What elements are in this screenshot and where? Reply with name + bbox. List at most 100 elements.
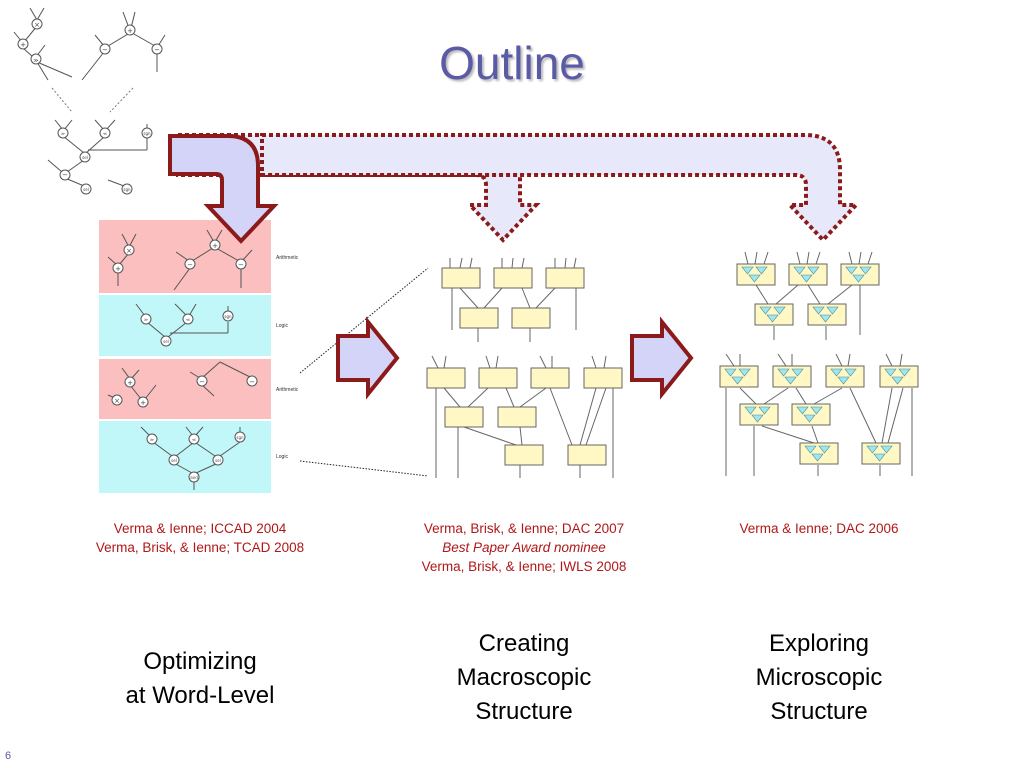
svg-text:sgn: sgn xyxy=(123,187,131,192)
micro-gate xyxy=(748,274,761,283)
micro-gate xyxy=(810,406,823,415)
svg-text:sgn: sgn xyxy=(224,314,232,319)
caption-line: at Word-Level xyxy=(125,682,275,709)
svg-text:+: + xyxy=(20,41,26,49)
caption-optimizing: Optimizing at Word-Level xyxy=(80,645,320,713)
dotted-connector xyxy=(109,87,134,113)
micro-gate xyxy=(804,445,817,454)
svg-text:≪: ≪ xyxy=(192,437,196,442)
micro-gate xyxy=(837,376,850,385)
caption-line: Structure xyxy=(475,698,573,725)
svg-text:and: and xyxy=(190,475,198,480)
svg-text:≪: ≪ xyxy=(103,131,107,136)
micro-gate xyxy=(758,406,771,415)
svg-text:+: + xyxy=(140,399,146,407)
band-label-logic: Logic xyxy=(276,323,288,329)
micro-gate xyxy=(724,368,737,377)
micro-gate xyxy=(884,368,897,377)
citation-right: Verma & Ienne; DAC 2006 xyxy=(679,519,959,538)
micro-gate xyxy=(859,266,872,275)
band-label-logic: Logic xyxy=(276,454,288,460)
micro-gate xyxy=(830,368,843,377)
micro-gate xyxy=(873,453,886,462)
dotted-connector xyxy=(51,87,73,113)
micro-gate xyxy=(796,406,809,415)
svg-text:−: − xyxy=(187,261,193,269)
caption-line: Optimizing xyxy=(143,648,257,675)
micro-gate xyxy=(741,266,754,275)
micro-gate xyxy=(852,274,865,283)
citation-line: Verma, Brisk, & Ienne; IWLS 2008 xyxy=(421,559,627,574)
micro-gate xyxy=(793,266,806,275)
micro-gate xyxy=(891,376,904,385)
svg-text:−: − xyxy=(154,46,160,54)
caption-line: Creating xyxy=(478,630,570,657)
microscopic-blocks xyxy=(719,263,919,465)
micro-gate xyxy=(784,376,797,385)
zoom-line xyxy=(299,460,429,477)
micro-gate xyxy=(812,306,825,315)
micro-gate xyxy=(773,306,786,315)
micro-gate xyxy=(766,314,779,323)
micro-gate xyxy=(818,445,831,454)
slide-title: Outline xyxy=(439,37,585,89)
micro-gate xyxy=(738,368,751,377)
svg-text:≫: ≫ xyxy=(33,58,38,64)
micro-gate xyxy=(819,314,832,323)
citation-line: Verma, Brisk, & Ienne; DAC 2007 xyxy=(423,521,625,536)
caption-line: Macroscopic xyxy=(456,664,592,691)
micro-gate xyxy=(880,445,893,454)
microscopic-structure xyxy=(725,251,913,476)
micro-gate xyxy=(807,266,820,275)
svg-text:×: × xyxy=(114,397,120,405)
micro-gate xyxy=(759,306,772,315)
svg-text:≫: ≫ xyxy=(61,131,65,136)
micro-gate xyxy=(751,414,764,423)
citation-line: Verma & Ienne; ICCAD 2004 xyxy=(113,521,287,536)
svg-text:−: − xyxy=(62,171,68,179)
micro-gate xyxy=(800,274,813,283)
svg-text:≪: ≪ xyxy=(186,317,190,322)
band-label-arithmetic: Arithmetic xyxy=(276,387,299,393)
svg-text:sel: sel xyxy=(163,339,169,344)
caption-macroscopic: Creating Macroscopic Structure xyxy=(404,627,644,729)
micro-gate xyxy=(744,406,757,415)
svg-text:sel: sel xyxy=(82,155,88,160)
svg-text:+: + xyxy=(115,265,121,273)
dataflow-graph-top xyxy=(13,7,166,81)
svg-text:+: + xyxy=(212,242,218,250)
macroscopic-blocks xyxy=(426,267,623,466)
micro-gate xyxy=(826,306,839,315)
micro-gate xyxy=(811,453,824,462)
svg-text:+: + xyxy=(127,27,133,35)
dataflow-graph-bottom xyxy=(47,119,153,195)
citation-line: Verma, Brisk, & Ienne; TCAD 2008 xyxy=(95,540,305,555)
micro-gate xyxy=(731,376,744,385)
svg-text:sel: sel xyxy=(171,458,177,463)
bent-arrow xyxy=(168,134,279,244)
svg-text:×: × xyxy=(126,247,132,255)
zoom-line xyxy=(299,267,429,374)
caption-line: Exploring xyxy=(768,630,870,657)
micro-gate xyxy=(777,368,790,377)
macroscopic-structure xyxy=(431,257,614,478)
page-number: 6 xyxy=(5,750,12,762)
right-arrow-2 xyxy=(630,316,694,400)
svg-text:sel: sel xyxy=(215,458,221,463)
svg-text:+: + xyxy=(127,379,133,387)
caption-line: Microscopic xyxy=(755,664,883,691)
svg-text:sel: sel xyxy=(83,187,89,192)
svg-text:sgn: sgn xyxy=(236,435,244,440)
svg-text:≫: ≫ xyxy=(144,317,148,322)
svg-text:−: − xyxy=(238,261,244,269)
caption-line: Structure xyxy=(770,698,868,725)
micro-gate xyxy=(803,414,816,423)
award-note: Best Paper Award nominee xyxy=(442,540,606,555)
svg-text:−: − xyxy=(199,378,205,386)
svg-text:−: − xyxy=(102,46,108,54)
svg-text:−: − xyxy=(249,378,255,386)
micro-gate xyxy=(845,266,858,275)
micro-gate xyxy=(898,368,911,377)
citation-middle: Verma, Brisk, & Ienne; DAC 2007 Best Pap… xyxy=(384,519,664,576)
